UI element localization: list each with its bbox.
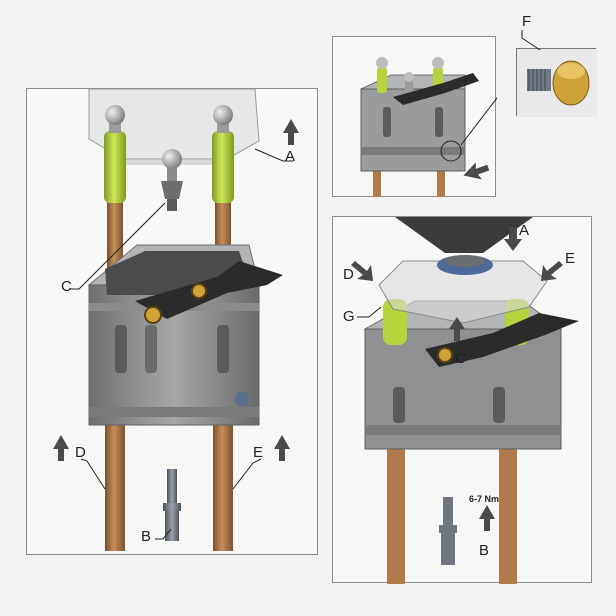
- torque-spec: 6-7 Nm: [469, 494, 500, 504]
- tightening-panel: A D E G C B 6-7 Nm: [332, 216, 592, 584]
- arrow-down-a: [504, 227, 522, 251]
- assembled-inset-drawing: [360, 57, 497, 197]
- label-e: E: [253, 444, 264, 461]
- black-lever: [135, 261, 283, 319]
- green-sleeve-right: [212, 105, 234, 203]
- tightening-drawing: [351, 217, 579, 584]
- label-f-leader: [521, 30, 541, 51]
- label-b-right: B: [479, 542, 490, 559]
- label-d: D: [75, 444, 86, 461]
- arrow-e: [541, 261, 563, 281]
- arrow-d: [351, 261, 373, 281]
- label-c: C: [61, 278, 72, 295]
- label-a-right: A: [519, 222, 530, 239]
- green-sleeve-left: [104, 105, 126, 203]
- arrow-up-d: [53, 435, 69, 461]
- label-f: F: [522, 13, 532, 30]
- fixing-screw: [163, 469, 181, 541]
- torque-tool: [395, 217, 533, 253]
- leader-lines: [69, 148, 293, 540]
- center-pin: [161, 149, 183, 211]
- arrow-up-b: [479, 505, 495, 531]
- assembled-inset-panel: [332, 36, 497, 197]
- zoom-detail: [516, 48, 597, 117]
- brass-terminal-right: [191, 283, 207, 299]
- label-a: A: [285, 148, 296, 165]
- arrow-up-e: [274, 435, 290, 461]
- label-b: B: [141, 528, 152, 545]
- arrow-up-a: [283, 119, 299, 145]
- brass-terminal-left: [144, 306, 162, 324]
- label-d-right: D: [343, 266, 354, 283]
- arrow-up-c: [449, 317, 465, 341]
- zoom-detail-drawing: [517, 49, 597, 117]
- exploded-view-panel: A C D E B: [26, 88, 318, 555]
- exploded-view-drawing: [53, 89, 299, 551]
- label-e-right: E: [565, 250, 576, 267]
- label-g: G: [343, 308, 355, 325]
- label-c-right: C: [455, 350, 466, 367]
